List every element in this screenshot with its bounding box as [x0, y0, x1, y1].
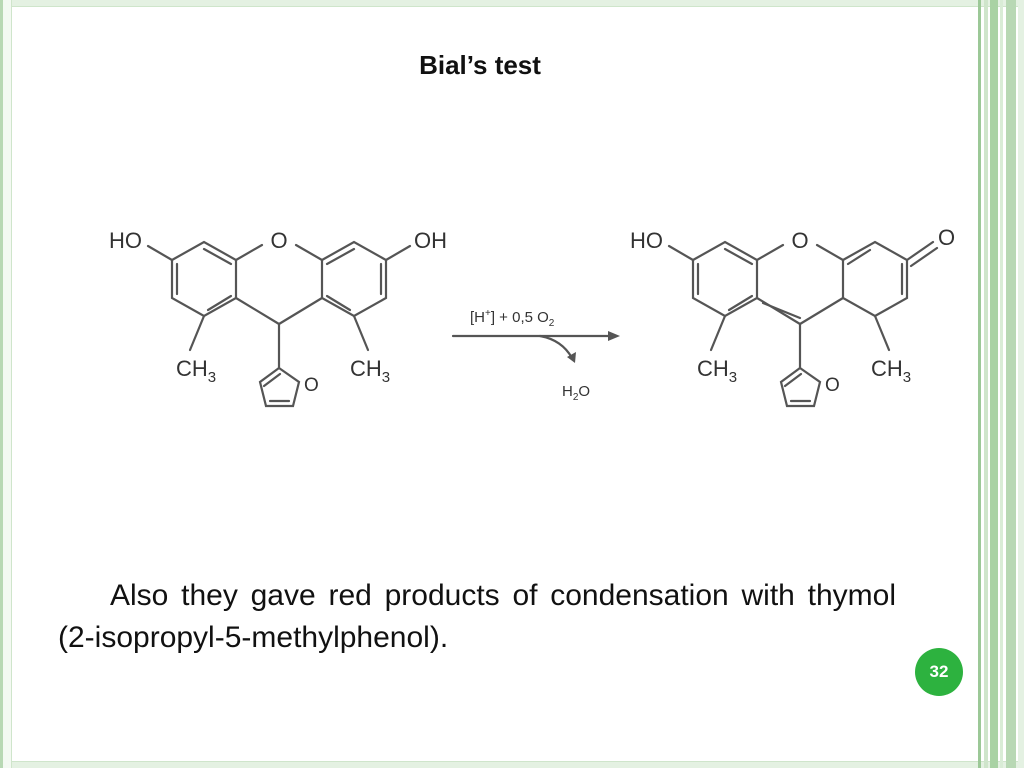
reactant-ch3-left-label: CH3	[176, 356, 216, 386]
frame-top-border	[0, 0, 1024, 7]
reactant-oh-label: OH	[414, 228, 447, 253]
product-furan-o-label: O	[825, 375, 840, 396]
reaction-arrow	[451, 334, 610, 360]
reactant-furan-o-label: O	[304, 375, 319, 396]
product-carbonyl-o-label: O	[938, 225, 955, 250]
body-paragraph: Also they gave red products of condensat…	[58, 579, 896, 654]
reactant-ring-o-label: O	[270, 228, 287, 253]
product-left-ring	[691, 240, 759, 318]
reactant-furan	[258, 366, 301, 408]
reactant-ho-label: HO	[109, 228, 142, 253]
product-ch3-left-label: CH3	[697, 356, 737, 386]
byproduct-label: H2O	[562, 383, 590, 403]
reaction-scheme: HO OH O CH3 CH3 O [H+] + 0,5 O2 H2O HO O…	[109, 225, 955, 408]
product-ho-label: HO	[630, 228, 663, 253]
frame-right-stripes	[978, 0, 1024, 768]
slide-title: Bial’s test	[419, 50, 541, 80]
product-ch3-right-label: CH3	[871, 356, 911, 386]
reactant-ch3-right-label: CH3	[350, 356, 390, 386]
page-number-badge: 32	[915, 648, 963, 696]
product-ring-o-label: O	[791, 228, 808, 253]
reactant-right-ring	[320, 240, 388, 318]
product-right-ring	[841, 240, 909, 318]
reagent-label: [H+] + 0,5 O2	[470, 308, 555, 329]
product-furan	[779, 366, 822, 408]
byproduct-arrow-head	[567, 352, 576, 363]
reactant-left-ring	[170, 240, 238, 318]
frame-bottom-border	[0, 761, 1024, 768]
arrow-head	[608, 331, 620, 341]
frame-left-border	[0, 0, 12, 768]
